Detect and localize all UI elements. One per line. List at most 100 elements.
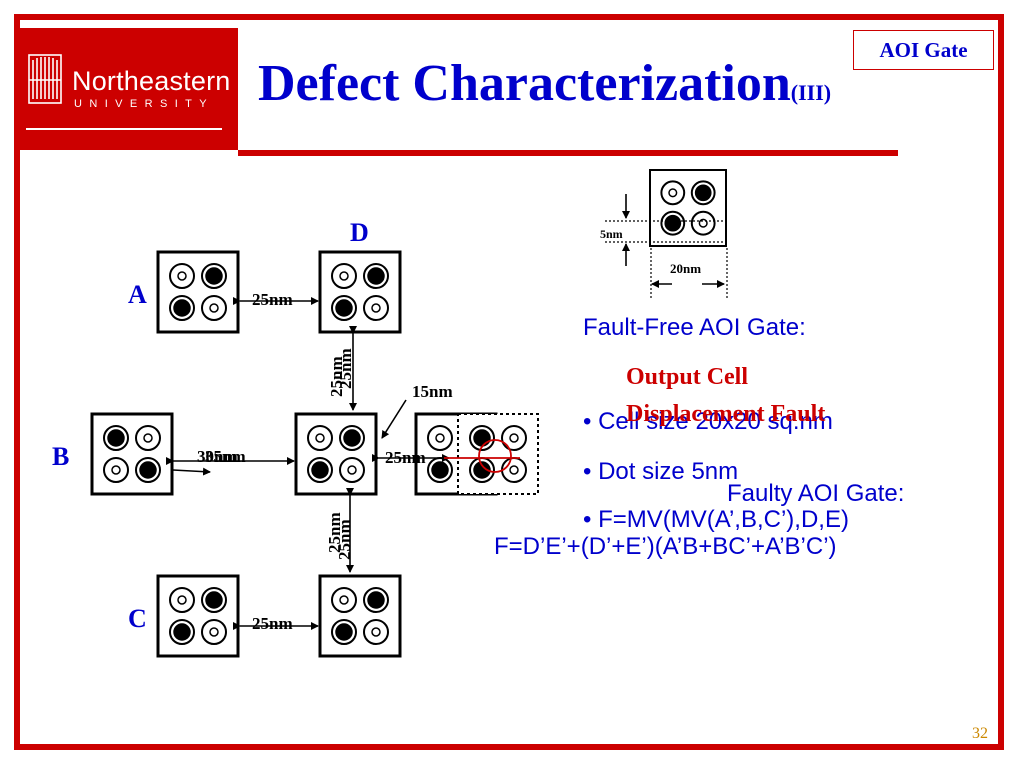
title-underline (238, 150, 898, 156)
qca-dot-center (435, 433, 445, 443)
bullet-2-text: Dot size 5nm (598, 458, 739, 485)
qca-dot (135, 457, 161, 483)
faulty-heading: Faulty AOI Gate: (727, 480, 905, 507)
qca-electron (335, 299, 353, 317)
fault-red-circle (478, 439, 512, 473)
qca-electron (205, 267, 223, 285)
qca-dot (363, 619, 389, 645)
qca-dot (169, 619, 195, 645)
qca-dot (690, 210, 716, 236)
qca-dot-center (209, 303, 219, 313)
qca-dot (690, 180, 716, 206)
qca-electron (367, 591, 385, 609)
qca-dot-center (371, 627, 381, 637)
bullet-1: • Cell size 20x20 sq.nm (583, 410, 833, 434)
dim-vertical-top-2: 25nm (336, 348, 355, 389)
qca-electron (173, 299, 191, 317)
cell-label-a: A (128, 280, 147, 309)
qca-dot (331, 587, 357, 613)
cell-label-d: D (350, 218, 369, 247)
qca-dot (501, 425, 527, 451)
dim-vertical-top-1: 25nm (327, 356, 346, 397)
slide-title-suffix: (III) (790, 80, 832, 105)
defect-title-line1: Output Cell (626, 364, 749, 390)
university-logo-name: Northeastern (72, 66, 231, 96)
qca-electron (139, 461, 157, 479)
qca-dot-center (143, 433, 153, 443)
cell-output-displaced (457, 413, 539, 495)
qca-dot (135, 425, 161, 451)
qca-dot (169, 295, 195, 321)
qca-electron (335, 623, 353, 641)
qca-electron (205, 591, 223, 609)
dim-spacing-b-2: 35nm (205, 447, 246, 466)
qca-dot-center (177, 271, 187, 281)
cell-b (90, 412, 174, 496)
qca-dot-center (339, 271, 349, 281)
dim-dot-size: 5nm (600, 227, 623, 241)
dim-spacing-out: 25nm (385, 448, 426, 467)
qca-dot-center (209, 627, 219, 637)
logo-emblem-icon (28, 54, 62, 104)
qca-dot (331, 263, 357, 289)
qca-dot-center (509, 465, 519, 475)
cell-label-b: B (52, 442, 69, 471)
slide-title: Defect Characterization(III) (258, 58, 831, 110)
slide-title-main: Defect Characterization (258, 55, 791, 112)
faulty-formula: F=D’E’+(D’+E’)(A’B+BC’+A’B’C’) (494, 533, 837, 560)
qca-dot (363, 587, 389, 613)
bullet-3: • F=MV(MV(A’,B,C’),D,E) (583, 508, 849, 532)
qca-dot-center (347, 465, 357, 475)
qca-dot (307, 425, 333, 451)
page-number: 32 (972, 725, 988, 742)
bullet-1-dot: • (583, 408, 599, 435)
topic-tag: AOI Gate (853, 30, 994, 70)
cell-label-c: C (128, 604, 147, 633)
qca-dot (169, 263, 195, 289)
qca-dot (201, 587, 227, 613)
dotted-guides (605, 220, 728, 298)
dim-vertical-bottom-1: 25nm (325, 512, 344, 553)
dim-spacing-a: 25nm (252, 290, 293, 309)
cell-reference (649, 169, 727, 247)
slide-frame (14, 14, 1004, 750)
fault-marker (444, 439, 520, 473)
university-logo-subtitle: UNIVERSITY (74, 98, 215, 110)
dim-displacement: 15nm (412, 382, 453, 401)
qca-electron (107, 429, 125, 447)
qca-dot-center (339, 595, 349, 605)
bullet-3-text: F=MV(MV(A’,B,C’),D,E) (598, 506, 849, 533)
qca-dot (169, 587, 195, 613)
qca-electron (694, 184, 712, 202)
defect-title-line2: Displacement Fault (626, 401, 826, 427)
dim-vertical-bottom-2: 25nm (335, 519, 354, 560)
fault-free-heading: Fault-Free AOI Gate: (583, 314, 806, 341)
qca-dot-center (177, 595, 187, 605)
bullet-2: • Dot size 5nm (583, 460, 738, 484)
cell-c (156, 574, 240, 658)
qca-electron (664, 214, 682, 232)
bullet-1-text: Cell size 20x20 sq.nm (598, 408, 833, 435)
qca-dot-center (668, 188, 678, 198)
bullet-2-dot: • (583, 458, 599, 485)
qca-dot-center (509, 433, 519, 443)
qca-dot (331, 619, 357, 645)
dim-spacing-b-1: 30nm (197, 447, 238, 466)
qca-dot (307, 457, 333, 483)
qca-electron (431, 461, 449, 479)
qca-dot (660, 210, 686, 236)
qca-dot (660, 180, 686, 206)
dimension-arrows (166, 194, 725, 630)
qca-dot (201, 263, 227, 289)
qca-electron (367, 267, 385, 285)
qca-dot (201, 619, 227, 645)
arrow-displacement (381, 399, 407, 439)
qca-dot (363, 295, 389, 321)
qca-electron (473, 461, 491, 479)
qca-dot (339, 457, 365, 483)
cell-d (318, 250, 402, 334)
dim-spacing-c: 25nm (252, 614, 293, 633)
qca-dot (103, 425, 129, 451)
